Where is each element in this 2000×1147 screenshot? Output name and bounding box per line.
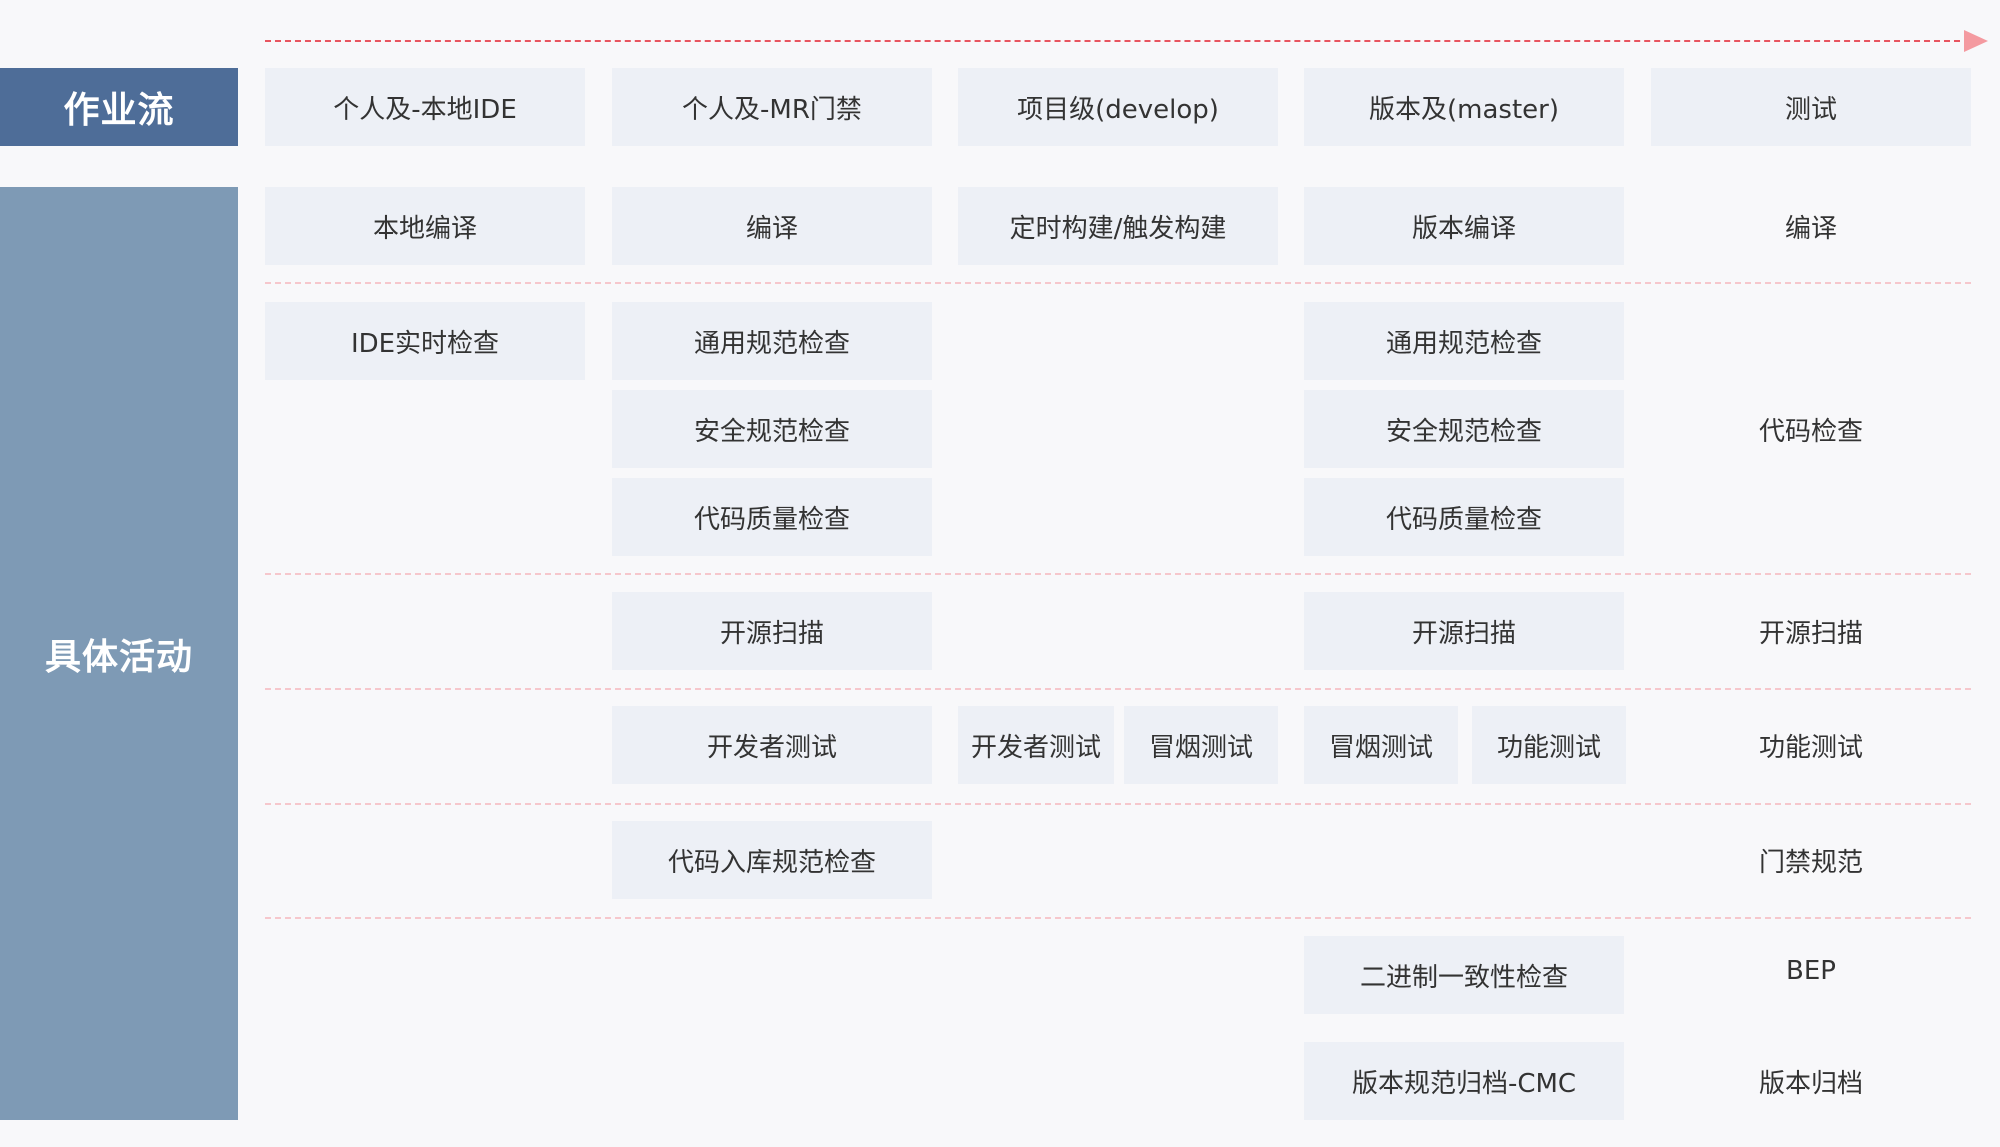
stage-master: 版本及(master) bbox=[1304, 68, 1624, 146]
activity-master-quality-check: 代码质量检查 bbox=[1304, 478, 1624, 556]
activity-mr-commit-gate-check: 代码入库规范检查 bbox=[612, 821, 932, 899]
activity-mr-general-check: 通用规范检查 bbox=[612, 302, 932, 380]
row-divider bbox=[265, 573, 1971, 575]
activity-scheduled-build: 定时构建/触发构建 bbox=[958, 187, 1278, 265]
activity-develop-dev-test: 开发者测试 bbox=[958, 706, 1114, 784]
activity-test-build: 编译 bbox=[1784, 213, 1837, 244]
activities-sidebar: 具体活动 bbox=[0, 187, 238, 1120]
activity-mr-quality-check: 代码质量检查 bbox=[612, 478, 932, 556]
stage-mr-gate: 个人及-MR门禁 bbox=[612, 68, 932, 146]
row-divider bbox=[265, 917, 1971, 919]
flow-arrow-head-icon bbox=[1964, 30, 1988, 52]
activity-version-build: 版本编译 bbox=[1304, 187, 1624, 265]
row-divider bbox=[265, 803, 1971, 805]
activity-test-function-test: 功能测试 bbox=[1758, 732, 1863, 763]
activity-master-oss-scan: 开源扫描 bbox=[1304, 592, 1624, 670]
activity-master-function-test: 功能测试 bbox=[1472, 706, 1626, 784]
row-divider bbox=[265, 282, 1971, 284]
activity-local-build: 本地编译 bbox=[265, 187, 585, 265]
activity-ide-check: IDE实时检查 bbox=[265, 302, 585, 380]
stage-develop: 项目级(develop) bbox=[958, 68, 1278, 146]
activity-test-code-check: 代码检查 bbox=[1758, 416, 1863, 447]
activity-test-oss-scan: 开源扫描 bbox=[1758, 618, 1863, 649]
activity-master-security-check: 安全规范检查 bbox=[1304, 390, 1624, 468]
activity-mr-security-check: 安全规范检查 bbox=[612, 390, 932, 468]
activity-bep: BEP bbox=[1786, 956, 1836, 986]
flow-arrow-line bbox=[265, 40, 1970, 42]
activity-mr-build: 编译 bbox=[612, 187, 932, 265]
activity-mr-dev-test: 开发者测试 bbox=[612, 706, 932, 784]
activity-binary-consistency-check: 二进制一致性检查 bbox=[1304, 936, 1624, 1014]
stage-local-ide: 个人及-本地IDE bbox=[265, 68, 585, 146]
activity-test-gate-rules: 门禁规范 bbox=[1758, 847, 1863, 878]
activity-develop-smoke-test: 冒烟测试 bbox=[1124, 706, 1278, 784]
workflow-header: 作业流 bbox=[0, 68, 238, 146]
activity-mr-oss-scan: 开源扫描 bbox=[612, 592, 932, 670]
stage-test: 测试 bbox=[1651, 68, 1971, 146]
activity-master-general-check: 通用规范检查 bbox=[1304, 302, 1624, 380]
activity-version-archive-cmc: 版本规范归档-CMC bbox=[1304, 1042, 1624, 1120]
activity-test-version-archive: 版本归档 bbox=[1758, 1068, 1863, 1099]
row-divider bbox=[265, 688, 1971, 690]
activity-master-smoke-test: 冒烟测试 bbox=[1304, 706, 1458, 784]
